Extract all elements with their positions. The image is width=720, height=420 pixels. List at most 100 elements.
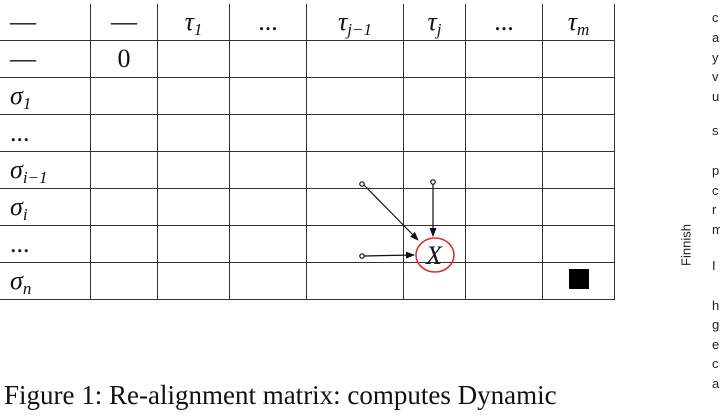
text-fragment: s	[712, 123, 719, 138]
text-fragment: a	[712, 30, 720, 45]
matrix-cell	[90, 225, 158, 263]
row-header-sigma-1: σ1	[0, 77, 91, 115]
end-marker-square	[568, 269, 589, 289]
matrix-cell	[542, 40, 615, 78]
matrix-cell	[157, 188, 230, 226]
row-header-ellipsis-2: ...	[0, 225, 91, 263]
matrix-cell	[157, 114, 230, 152]
matrix-cell	[542, 188, 615, 226]
row-header-base: σ	[10, 192, 23, 221]
matrix-cell	[90, 188, 158, 226]
matrix-row-sigma-1: σ1	[0, 77, 615, 115]
matrix-cell	[90, 114, 158, 152]
matrix-row-ellipsis-2: ...	[0, 225, 615, 263]
matrix-cell	[542, 114, 615, 152]
col-header-tau-j: τj	[403, 4, 466, 41]
matrix-cell	[229, 262, 307, 300]
matrix-cell	[403, 151, 466, 189]
text-fragment: r	[712, 202, 717, 217]
matrix-cell	[542, 77, 615, 115]
row-header-ellipsis-1: ...	[0, 114, 91, 152]
matrix-cell	[403, 77, 466, 115]
text-fragment: h	[712, 298, 720, 313]
row-header-base: σ	[10, 266, 23, 295]
text-fragment: p	[712, 163, 720, 178]
matrix-cell	[403, 114, 466, 152]
matrix-cell	[465, 77, 543, 115]
text-fragment: u	[712, 89, 720, 104]
matrix-row-ellipsis-1: ...	[0, 114, 615, 152]
col-header-base: τ	[184, 7, 194, 36]
col-header-base: τ	[337, 7, 348, 36]
matrix-cell	[465, 188, 543, 226]
col-header-gap: —	[90, 4, 158, 41]
matrix-cell	[229, 77, 307, 115]
col-header-tau-m: τm	[542, 4, 615, 41]
matrix-cell	[306, 151, 404, 189]
row-header-sigma-n: σn	[0, 262, 91, 300]
realignment-matrix: — — τ1 ... τj−1 τj ... τm — 0 σ1 ... σi−…	[0, 4, 615, 300]
matrix-cell	[229, 40, 307, 78]
col-header-ellipsis-2: ...	[465, 4, 543, 41]
row-header-base: σ	[10, 81, 23, 110]
matrix-cell	[157, 77, 230, 115]
matrix-cell	[306, 40, 404, 78]
matrix-cell	[229, 151, 307, 189]
matrix-cell	[229, 225, 307, 263]
matrix-header-row: — — τ1 ... τj−1 τj ... τm	[0, 4, 615, 41]
matrix-cell	[306, 262, 404, 300]
row-header-sigma-i-minus-1: σi−1	[0, 151, 91, 189]
matrix-cell	[229, 188, 307, 226]
matrix-cell	[306, 188, 404, 226]
figure-caption: Figure 1: Re-alignment matrix: computes …	[4, 380, 557, 410]
row-header-sub: i−1	[22, 168, 48, 187]
sidebar-language-label: Finnish	[678, 224, 694, 266]
matrix-cell	[465, 151, 543, 189]
matrix-cell	[157, 225, 230, 263]
matrix-cell	[157, 151, 230, 189]
matrix-cell	[306, 225, 404, 263]
current-cell	[403, 188, 466, 226]
col-header-sub: j−1	[347, 20, 372, 39]
row-header-gap: —	[0, 40, 91, 78]
matrix-cell	[306, 77, 404, 115]
matrix-cell	[403, 262, 466, 300]
matrix-row-sigma-i-minus-1: σi−1	[0, 151, 615, 189]
text-fragment: c	[712, 10, 719, 25]
matrix-cell	[465, 40, 543, 78]
col-header-tau-j-minus-1: τj−1	[306, 4, 404, 41]
text-fragment: v	[712, 69, 719, 84]
matrix-cell	[465, 225, 543, 263]
matrix-corner-cell: —	[0, 4, 91, 41]
text-fragment: c	[712, 183, 719, 198]
text-fragment: I	[712, 258, 716, 273]
text-fragment: g	[712, 317, 720, 332]
col-header-sub: m	[577, 20, 590, 39]
text-fragment: c	[712, 356, 719, 371]
col-header-tau-1: τ1	[157, 4, 230, 41]
col-header-base: τ	[567, 7, 578, 36]
text-fragment: e	[712, 337, 720, 352]
col-header-sub: j	[436, 20, 442, 39]
text-fragment: m	[712, 222, 720, 237]
row-header-sub: i	[22, 205, 28, 224]
row-header-sub: 1	[22, 94, 32, 113]
matrix-cell	[403, 40, 466, 78]
matrix-cell	[542, 225, 615, 263]
matrix-cell	[90, 151, 158, 189]
matrix-row-sigma-n: σn	[0, 262, 615, 300]
matrix-cell	[465, 114, 543, 152]
matrix-cell	[542, 151, 615, 189]
matrix-cell	[403, 225, 466, 263]
matrix-cell	[229, 114, 307, 152]
matrix-row-gap: — 0	[0, 40, 615, 78]
matrix-cell	[90, 77, 158, 115]
end-cell	[542, 262, 615, 300]
col-header-ellipsis-1: ...	[229, 4, 307, 41]
row-header-sigma-i: σi	[0, 188, 91, 226]
matrix-cell	[465, 262, 543, 300]
matrix-cell	[157, 262, 230, 300]
row-header-base: σ	[10, 155, 23, 184]
col-header-sub: 1	[193, 20, 203, 39]
text-fragment: a	[712, 376, 720, 391]
